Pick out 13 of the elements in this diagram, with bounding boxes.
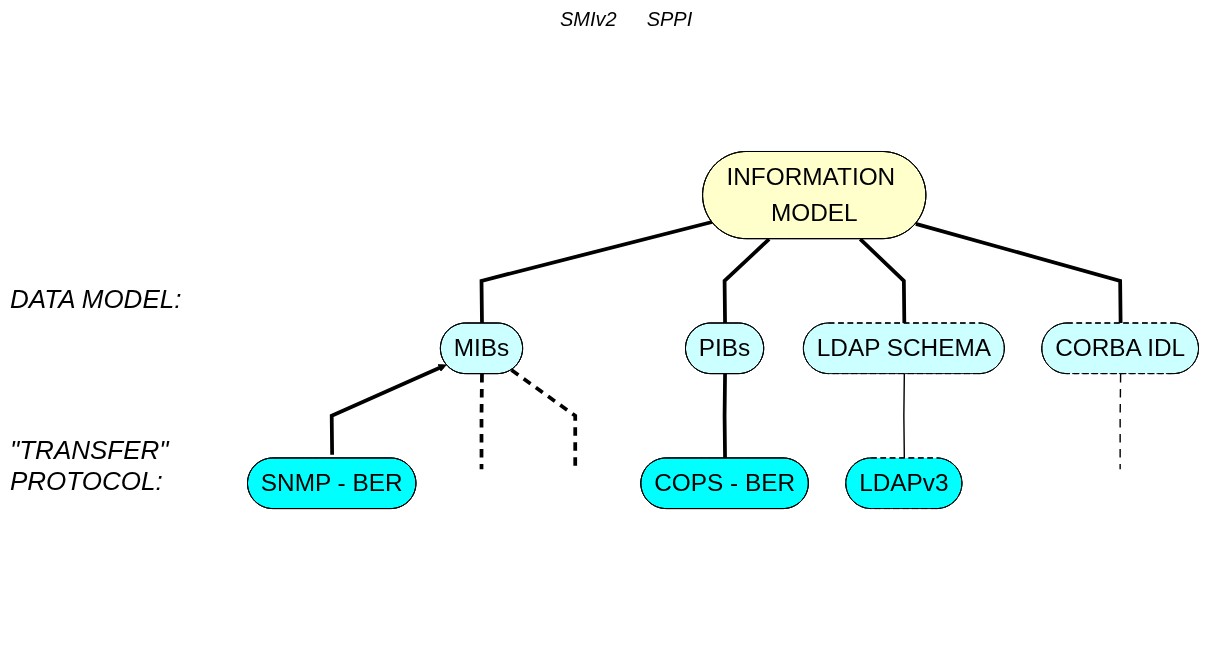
connector: [903, 373, 906, 460]
row-label: "TRANSFER" PROTOCOL:: [10, 435, 171, 497]
notation-label: SMIv2: [560, 8, 617, 31]
connector: [915, 222, 1123, 324]
connector: [479, 374, 484, 470]
row-label: DATA MODEL:: [10, 284, 183, 315]
connector: [1119, 373, 1122, 471]
connector: [722, 374, 727, 459]
notation-label: SPPI: [646, 8, 693, 31]
connector: [479, 220, 713, 324]
arrow: [329, 364, 447, 456]
connector: [858, 238, 907, 324]
connector: [722, 238, 771, 324]
